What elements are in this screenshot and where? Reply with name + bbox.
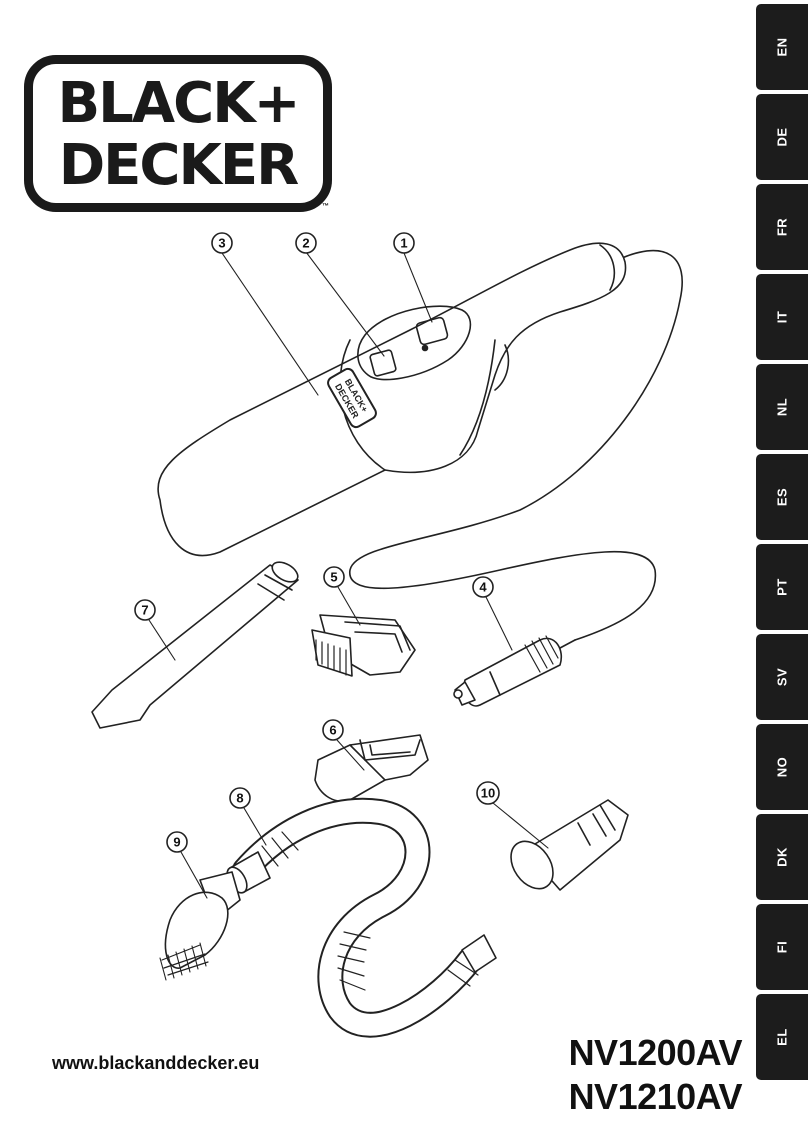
callout-3: 3 [211, 232, 233, 254]
brush-attachment [311, 614, 416, 677]
callout-5: 5 [323, 566, 345, 588]
model-number: NV1210AV [568, 1076, 743, 1117]
brand-logo: BLACK+ DECKER [24, 55, 332, 212]
language-tab-label: NO [774, 756, 790, 778]
language-tab-label: EL [774, 1028, 790, 1046]
dusting-brush [159, 871, 241, 981]
callout-number: 7 [141, 603, 148, 618]
hose-adapter [510, 799, 629, 891]
language-tab-label: SV [774, 667, 790, 687]
callout-number: 9 [173, 835, 180, 850]
callout-number: 5 [330, 570, 337, 585]
language-tab-label: FR [774, 217, 790, 237]
language-tab-de[interactable]: DE [756, 94, 808, 180]
language-tab-es[interactable]: ES [756, 454, 808, 540]
upholstery-nozzle [314, 734, 429, 802]
language-tab-el[interactable]: EL [756, 994, 808, 1080]
language-tab-label: DK [774, 847, 790, 867]
callout-number: 10 [481, 786, 495, 801]
callout-number: 2 [302, 236, 309, 251]
language-tab-pt[interactable]: PT [756, 544, 808, 630]
language-tab-label: EN [774, 37, 790, 57]
flexible-hose [226, 797, 497, 1038]
power-cord [349, 249, 683, 641]
callout-number: 6 [329, 723, 336, 738]
language-tab-label: NL [774, 397, 790, 417]
callout-2: 2 [295, 232, 317, 254]
callout-number: 8 [236, 791, 243, 806]
language-tab-fr[interactable]: FR [756, 184, 808, 270]
product-illustration: BLACK+ DECKER [91, 232, 683, 1038]
language-tab-strip: EN DE FR IT NL ES PT SV NO DK FI EL [756, 0, 808, 1108]
language-tab-en[interactable]: EN [756, 4, 808, 90]
callout-number: 1 [400, 236, 407, 251]
callout-6: 6 [322, 719, 344, 741]
language-tab-label: IT [774, 310, 790, 324]
language-tab-label: ES [774, 487, 790, 507]
website-url[interactable]: www.blackanddecker.eu [52, 1053, 260, 1073]
callout-7: 7 [134, 599, 156, 621]
callout-9: 9 [166, 831, 188, 853]
crevice-tool [91, 561, 299, 729]
language-tab-label: FI [774, 940, 790, 954]
language-tab-no[interactable]: NO [756, 724, 808, 810]
callout-10: 10 [476, 781, 500, 805]
language-tab-fi[interactable]: FI [756, 904, 808, 990]
logo-line-1: BLACK+ [57, 71, 300, 136]
logo-line-2: DECKER [58, 133, 300, 198]
callout-4: 4 [472, 576, 494, 598]
callout-1: 1 [393, 232, 415, 254]
language-tab-sv[interactable]: SV [756, 634, 808, 720]
callout-8: 8 [229, 787, 251, 809]
callout-number: 4 [479, 580, 487, 595]
language-tab-label: DE [774, 127, 790, 147]
model-numbers: NV1200AV NV1210AV [568, 1031, 743, 1119]
language-tab-nl[interactable]: NL [756, 364, 808, 450]
callout-number: 3 [218, 236, 225, 251]
callout-leader-lines [148, 251, 549, 899]
language-tab-label: PT [774, 578, 790, 596]
car-lighter-plug [453, 635, 576, 707]
language-tab-dk[interactable]: DK [756, 814, 808, 900]
model-number: NV1200AV [568, 1032, 743, 1073]
hand-vacuum [157, 242, 627, 557]
language-tab-it[interactable]: IT [756, 274, 808, 360]
trademark-symbol: ™ [322, 203, 329, 210]
